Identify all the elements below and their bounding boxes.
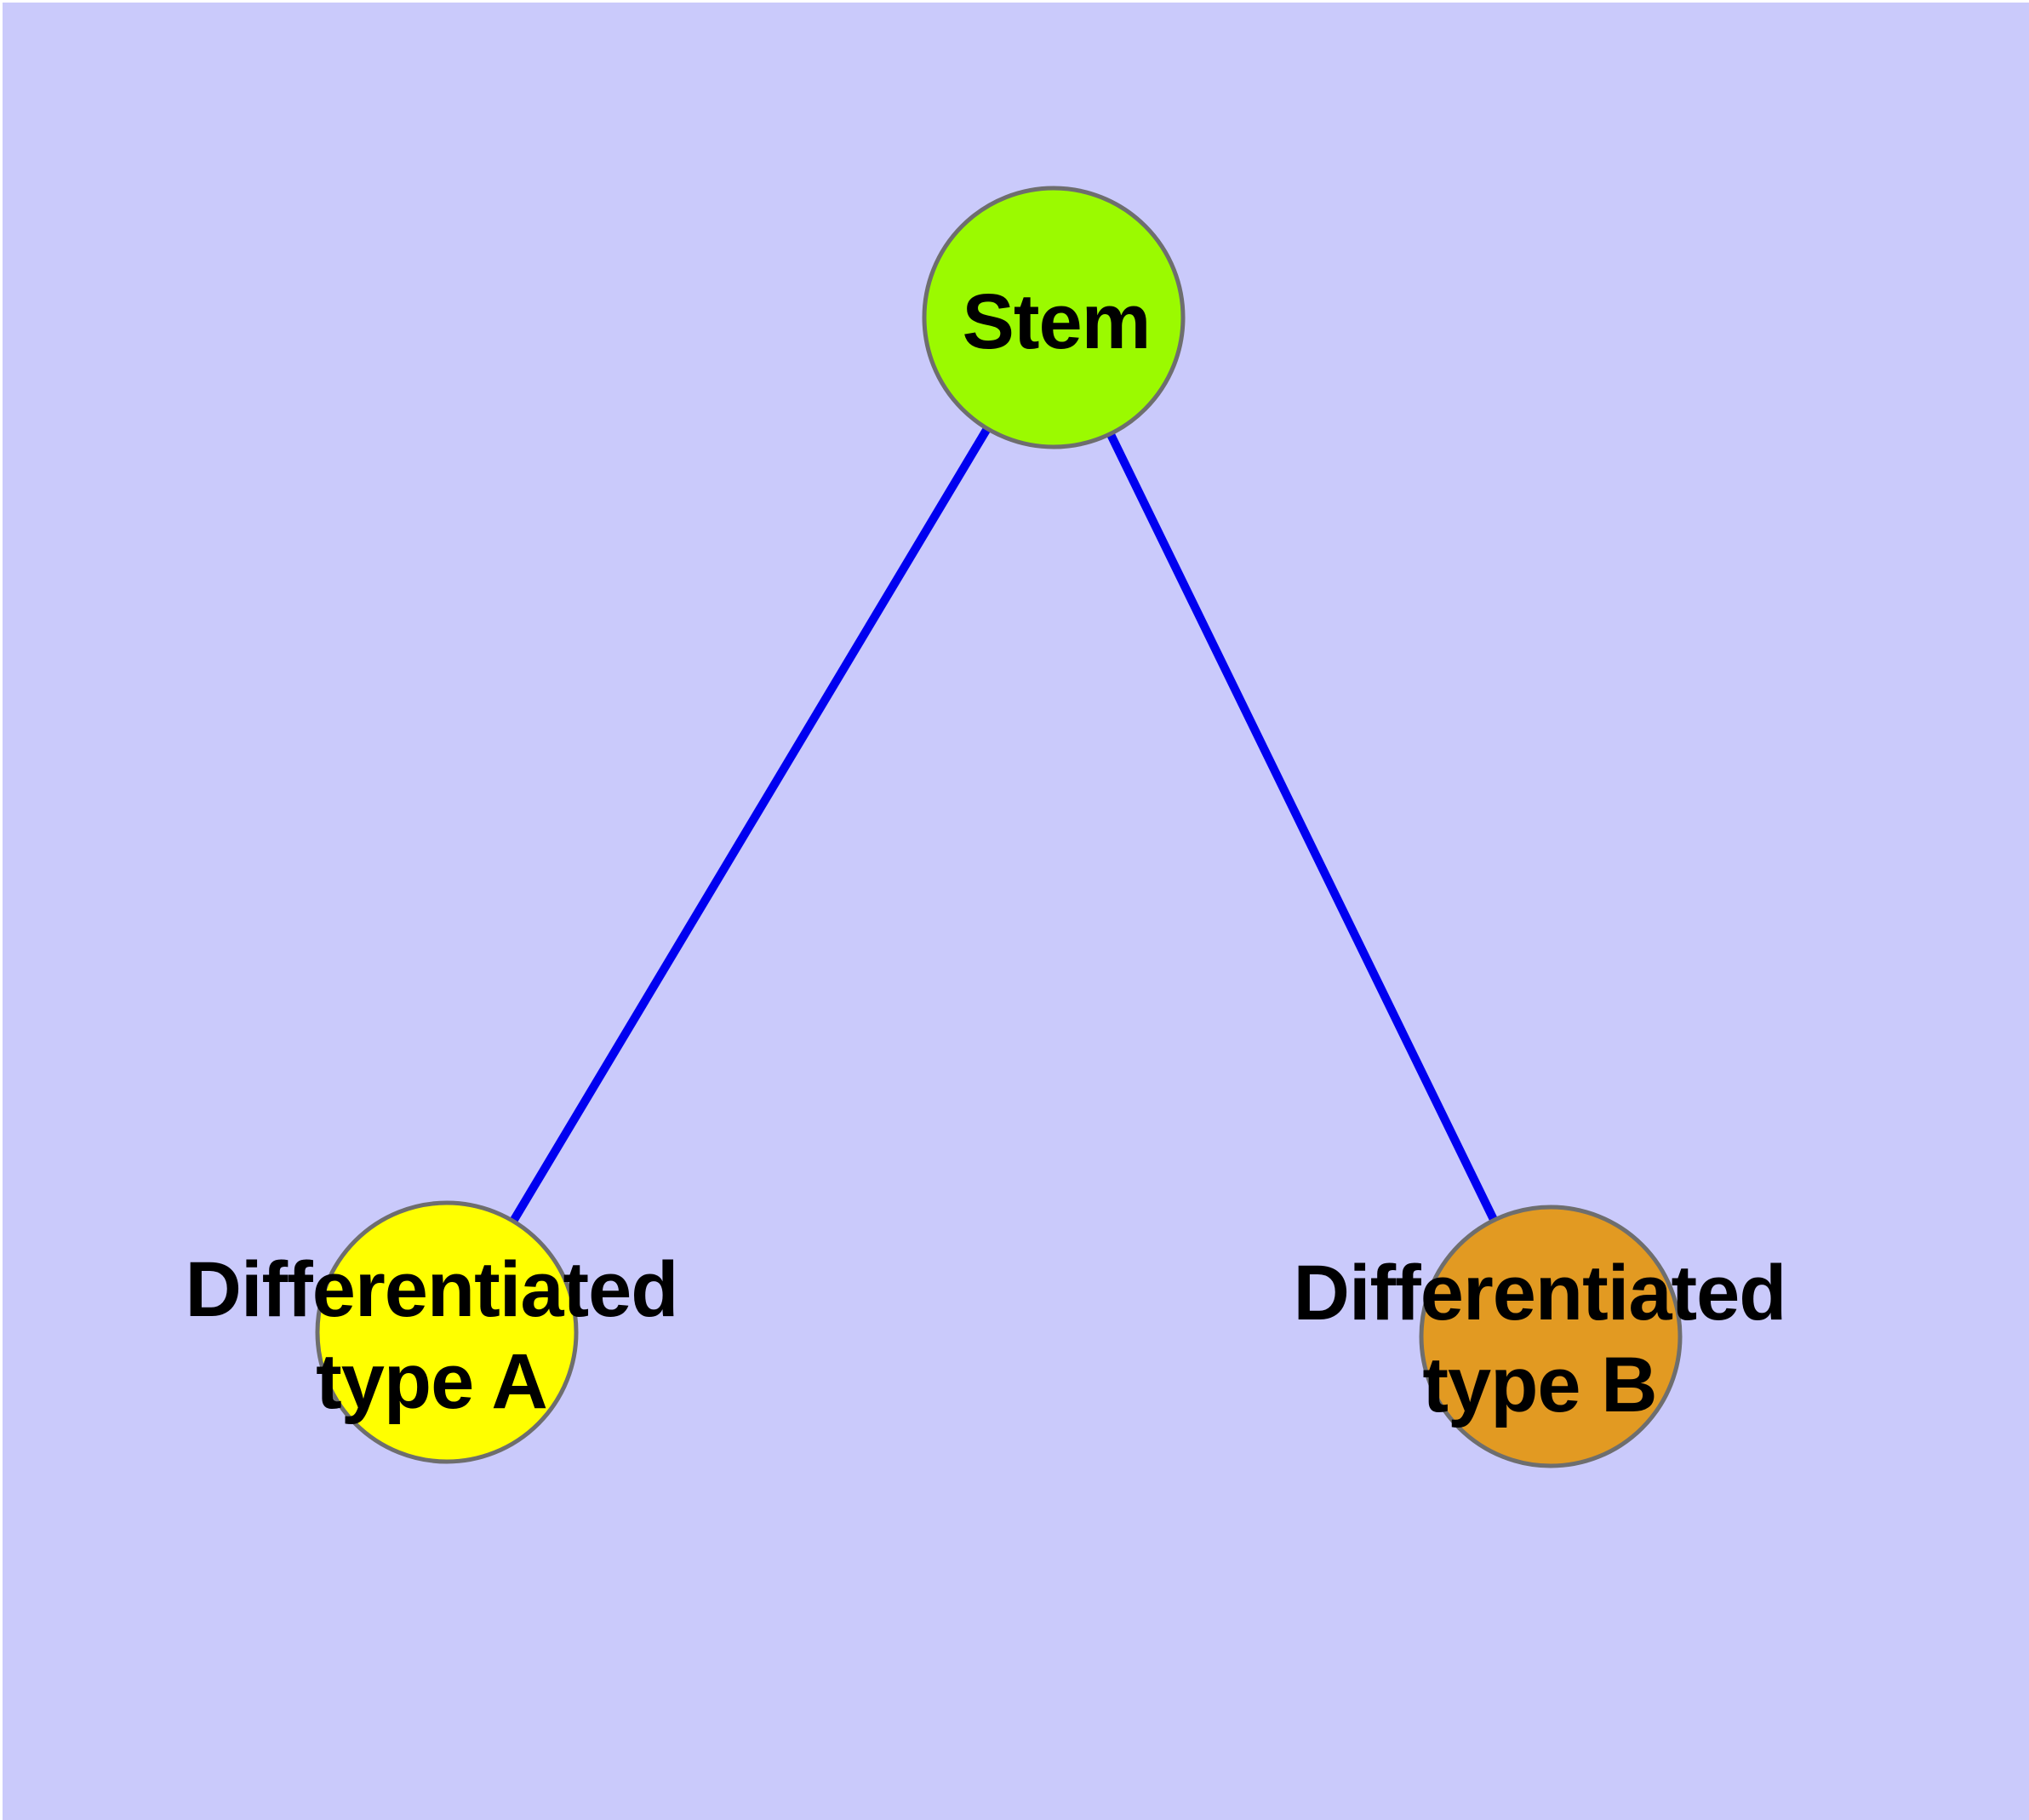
node-type-b-label: Differentiated type B [1293,1250,1787,1428]
edge-stem-to-type-a [443,315,1058,1335]
node-type-a-label: Differentiated type A [185,1246,679,1425]
graph-svg [315,186,1683,1468]
node-stem-circle [922,186,1186,449]
node-stem-label: Stem [962,278,1152,365]
node-type-a-circle [315,1200,579,1464]
diagram-canvas: Stem Differentiated type A Differentiate… [3,3,2029,1820]
edge-stem-to-type-b [1049,315,1555,1339]
node-type-b-circle [1419,1205,1683,1468]
